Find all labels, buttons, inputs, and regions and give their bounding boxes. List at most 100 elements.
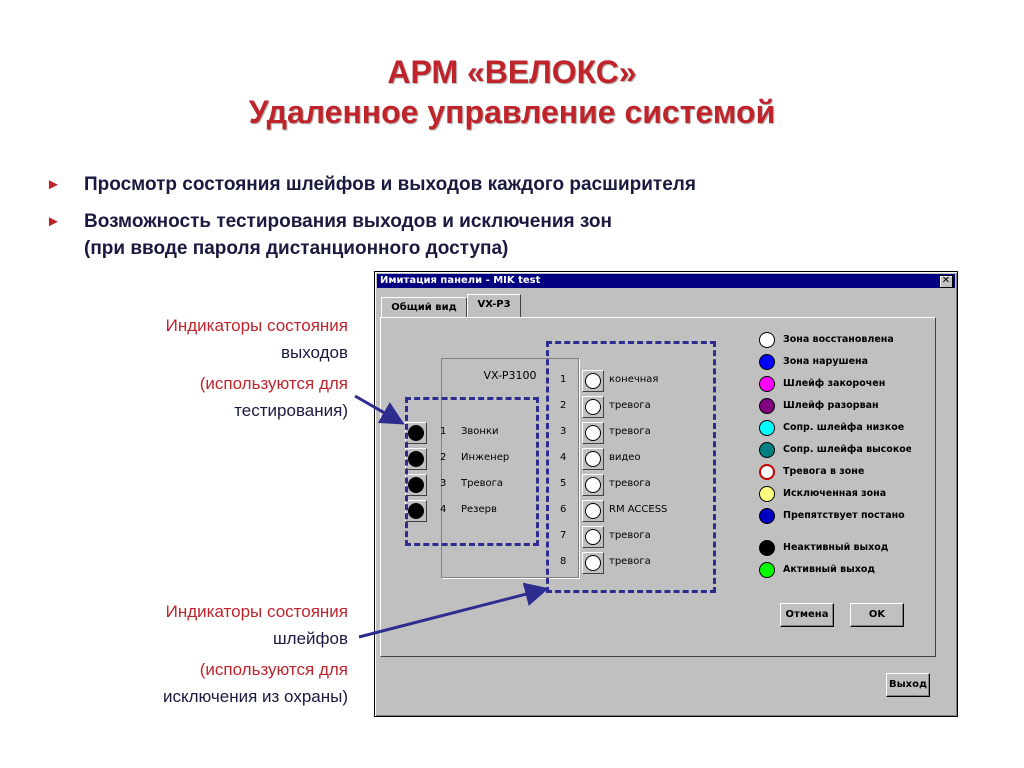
legend-label: Неактивный выход — [783, 542, 889, 553]
dialog-title: Имитация панели - MIK test — [380, 275, 541, 286]
output-indicator[interactable] — [405, 500, 427, 522]
zone-label: тревога — [609, 478, 651, 489]
output-label: Резерв — [461, 504, 497, 515]
cancel-button[interactable]: Отмена — [780, 603, 834, 627]
output-number: 3 — [440, 478, 447, 489]
extender-box: VX-P3100 — [441, 358, 579, 578]
zone-number: 6 — [560, 504, 567, 515]
legend-swatch-icon — [759, 376, 775, 392]
zone-label: тревога — [609, 556, 651, 567]
legend-swatch-icon — [759, 540, 775, 556]
legend-label: Тревога в зоне — [783, 466, 865, 477]
legend-label: Зона нарушена — [783, 356, 869, 367]
legend-label: Препятствует постано — [783, 510, 905, 521]
outputs-highlight — [405, 397, 539, 546]
zone-label: тревога — [609, 530, 651, 541]
led-icon — [585, 451, 601, 467]
bullet-arrow-icon: ► — [46, 176, 61, 193]
zone-indicator[interactable] — [582, 474, 604, 496]
close-icon[interactable]: ✕ — [939, 275, 953, 288]
zone-label: тревога — [609, 400, 651, 411]
zone-number: 5 — [560, 478, 567, 489]
bullet-arrow-icon: ► — [46, 213, 61, 230]
legend-swatch-icon — [759, 486, 775, 502]
zone-label: видео — [609, 452, 641, 463]
note-line: (используются для — [199, 374, 348, 393]
legend-label: Шлейф разорван — [783, 400, 879, 411]
legend-label: Сопр. шлейфа высокое — [783, 444, 911, 455]
extender-name: VX-P3100 — [483, 369, 537, 382]
note-line: Индикаторы состояния — [165, 602, 348, 621]
legend-swatch-icon — [759, 442, 775, 458]
legend-swatch-icon — [759, 464, 775, 480]
tab-overview[interactable]: Общий вид — [381, 297, 467, 318]
led-icon — [408, 477, 424, 493]
legend-swatch-icon — [759, 420, 775, 436]
zone-number: 3 — [560, 426, 567, 437]
exit-button[interactable]: Выход — [886, 673, 930, 697]
led-icon — [408, 451, 424, 467]
zone-indicator[interactable] — [582, 448, 604, 470]
bullet-text: (при вводе пароля дистанционного доступа… — [84, 238, 509, 259]
led-icon — [408, 425, 424, 441]
zone-indicator[interactable] — [582, 500, 604, 522]
note-outputs: Индикаторы состояния выходов (используют… — [166, 312, 348, 424]
zone-indicator[interactable] — [582, 552, 604, 574]
zone-label: RM ACCESS — [609, 504, 668, 515]
zone-indicator[interactable] — [582, 422, 604, 444]
title-line-1: АРМ «ВЕЛОКС» — [387, 54, 637, 90]
note-line: выходов — [280, 343, 348, 362]
output-number: 2 — [440, 452, 447, 463]
led-icon — [585, 373, 601, 389]
tab-label: VX-P3 — [477, 299, 511, 310]
zone-number: 7 — [560, 530, 567, 541]
led-icon — [585, 399, 601, 415]
output-number: 1 — [440, 426, 447, 437]
legend-swatch-icon — [759, 354, 775, 370]
legend-swatch-icon — [759, 332, 775, 348]
output-label: Тревога — [461, 478, 504, 489]
ok-button[interactable]: OK — [850, 603, 904, 627]
note-line: исключения из охраны) — [163, 687, 348, 706]
zone-label: конечная — [609, 374, 659, 385]
led-icon — [408, 503, 424, 519]
panel-simulation-dialog: Имитация панели - MIK test ✕ Общий вид V… — [374, 271, 958, 717]
zone-number: 1 — [560, 374, 567, 385]
legend-label: Активный выход — [783, 564, 876, 575]
legend-label: Исключенная зона — [783, 488, 887, 499]
zone-label: тревога — [609, 426, 651, 437]
note-line: (используются для — [199, 660, 348, 679]
note-line: Индикаторы состояния — [165, 316, 348, 335]
note-loops: Индикаторы состояния шлейфов (используют… — [163, 598, 348, 710]
title-line-2: Удаленное управление системой — [248, 94, 776, 130]
legend-swatch-icon — [759, 562, 775, 578]
legend-label: Шлейф закорочен — [783, 378, 886, 389]
zone-indicator[interactable] — [582, 396, 604, 418]
zone-number: 8 — [560, 556, 567, 567]
output-number: 4 — [440, 504, 447, 515]
led-icon — [585, 529, 601, 545]
output-label: Звонки — [461, 426, 499, 437]
led-icon — [585, 555, 601, 571]
bullet-text: Возможность тестирования выходов и исклю… — [84, 211, 612, 232]
led-icon — [585, 477, 601, 493]
legend-label: Зона восстановлена — [783, 334, 894, 345]
bullet-text: Просмотр состояния шлейфов и выходов каж… — [84, 174, 696, 195]
led-icon — [585, 425, 601, 441]
note-line: тестирования) — [234, 401, 348, 420]
zone-number: 2 — [560, 400, 567, 411]
zone-indicator[interactable] — [582, 526, 604, 548]
output-label: Инженер — [461, 452, 510, 463]
output-indicator[interactable] — [405, 448, 427, 470]
dialog-titlebar: Имитация панели - MIK test ✕ — [377, 274, 955, 288]
slide-title: АРМ «ВЕЛОКС» Удаленное управление систем… — [0, 52, 1024, 132]
tab-vx-p3[interactable]: VX-P3 — [467, 294, 521, 318]
legend-label: Сопр. шлейфа низкое — [783, 422, 905, 433]
led-icon — [585, 503, 601, 519]
legend-swatch-icon — [759, 398, 775, 414]
note-line: шлейфов — [273, 629, 348, 648]
zone-indicator[interactable] — [582, 370, 604, 392]
legend-swatch-icon — [759, 508, 775, 524]
zone-number: 4 — [560, 452, 567, 463]
